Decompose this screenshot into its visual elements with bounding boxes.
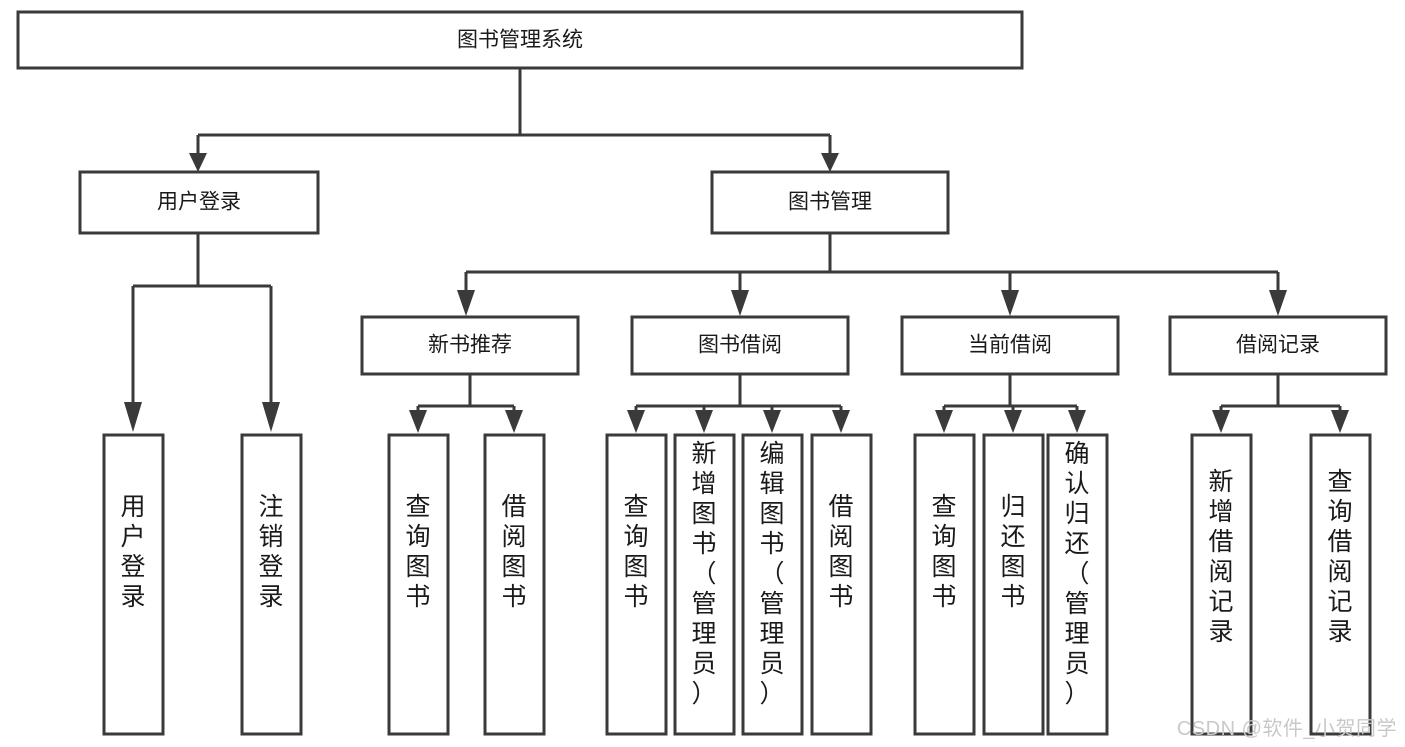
arrowhead-user-login-leaf-2 — [262, 402, 280, 432]
leaf-borrow-add-book-label: 新增图书（管理员） — [691, 440, 716, 708]
leaf-borrow-query-book[interactable]: 查询图书 — [605, 433, 668, 736]
node-current-borrow[interactable]: 当前借阅 — [900, 315, 1120, 376]
arrowhead-borrow-record-leaf-2 — [1331, 410, 1349, 433]
connector-group-book-borrow — [627, 374, 850, 433]
node-root-system[interactable]: 图书管理系统 — [16, 10, 1024, 70]
node-current-borrow-box[interactable] — [900, 315, 1120, 376]
leaf-record-add[interactable]: 新增借阅记录 — [1190, 433, 1253, 736]
leaf-current-confirm-return-box[interactable] — [1046, 433, 1109, 736]
arrowhead-root-to-user-login — [189, 153, 207, 172]
leaf-borrow-borrow-book[interactable]: 借阅图书 — [810, 433, 873, 736]
leaf-current-confirm-return[interactable]: 确认归还（管理员） — [1046, 433, 1109, 736]
leaf-user-login-logout-box[interactable] — [240, 433, 303, 736]
leaf-borrow-query-book-box[interactable] — [605, 433, 668, 736]
connector-group-new-book-recommend — [409, 374, 523, 433]
arrowhead-new-book-leaf-2 — [505, 410, 523, 433]
connector-group-current-borrow — [935, 374, 1086, 433]
arrowhead-book-mgmt-to-borrow — [731, 290, 749, 316]
leaf-record-add-label: 新增借阅记录 — [1208, 468, 1233, 646]
arrowhead-current-borrow-leaf-1 — [935, 410, 953, 433]
node-root-label: 图书管理系统 — [457, 29, 583, 52]
leaf-record-query[interactable]: 查询借阅记录 — [1309, 433, 1372, 736]
leaf-new-book-borrow-label: 借阅图书 — [501, 493, 526, 611]
leaf-current-query-book-box[interactable] — [913, 433, 976, 736]
connector-group-borrow-record — [1212, 374, 1349, 433]
arrowhead-new-book-leaf-1 — [409, 410, 427, 433]
arrowhead-borrow-record-leaf-1 — [1212, 410, 1230, 433]
leaf-borrow-query-book-label: 查询图书 — [623, 493, 648, 611]
leaf-new-book-query-label: 查询图书 — [405, 493, 430, 611]
leaf-new-book-query-box[interactable] — [387, 433, 450, 736]
leaf-new-book-borrow-box[interactable] — [483, 433, 546, 736]
arrowhead-current-borrow-leaf-2 — [1004, 410, 1022, 433]
node-book-borrow[interactable]: 图书借阅 — [630, 315, 850, 376]
node-borrow-record-box[interactable] — [1168, 315, 1388, 376]
leaf-current-confirm-return-label: 确认归还（管理员） — [1064, 440, 1089, 708]
node-user-login-label: 用户登录 — [157, 191, 241, 214]
leaf-user-login-logout[interactable]: 注销登录 — [240, 433, 303, 736]
leaf-borrow-edit-book[interactable]: 编辑图书（管理员） — [741, 433, 804, 736]
leaf-current-return-book[interactable]: 归还图书 — [982, 433, 1045, 736]
node-root-box[interactable] — [16, 10, 1024, 70]
arrowhead-book-borrow-leaf-4 — [832, 410, 850, 433]
arrowhead-root-to-book-mgmt — [821, 153, 839, 172]
node-new-book-recommend-box[interactable] — [360, 315, 580, 376]
leaf-borrow-borrow-book-box[interactable] — [810, 433, 873, 736]
arrowhead-book-borrow-leaf-2 — [695, 410, 713, 433]
arrowhead-book-mgmt-to-record — [1269, 290, 1287, 316]
arrowhead-book-mgmt-to-new-book — [457, 290, 475, 316]
node-current-borrow-label: 当前借阅 — [968, 334, 1052, 357]
leaf-record-add-box[interactable] — [1190, 433, 1253, 736]
node-borrow-record-label: 借阅记录 — [1236, 334, 1320, 357]
node-user-login-box[interactable] — [78, 170, 320, 235]
node-book-management-label: 图书管理 — [788, 191, 872, 214]
csdn-watermark: CSDN @软件_小贺同学 — [1176, 718, 1397, 740]
leaf-current-query-book[interactable]: 查询图书 — [913, 433, 976, 736]
connector-group-root — [189, 68, 839, 172]
node-book-management[interactable]: 图书管理 — [710, 170, 950, 235]
leaf-user-login-logout-label: 注销登录 — [258, 493, 283, 611]
leaf-borrow-add-book[interactable]: 新增图书（管理员） — [673, 433, 736, 736]
leaf-current-return-book-label: 归还图书 — [1000, 493, 1025, 611]
leaf-current-return-book-box[interactable] — [982, 433, 1045, 736]
node-book-borrow-label: 图书借阅 — [698, 334, 782, 357]
arrowhead-book-mgmt-to-current — [1001, 290, 1019, 316]
connector-group-user-login — [124, 233, 280, 432]
leaf-borrow-edit-book-box[interactable] — [741, 433, 804, 736]
leaf-record-query-label: 查询借阅记录 — [1327, 468, 1352, 646]
leaf-user-login-login-label: 用户登录 — [120, 493, 145, 611]
node-user-login[interactable]: 用户登录 — [78, 170, 320, 235]
arrowhead-user-login-leaf-1 — [124, 402, 142, 432]
leaf-new-book-query[interactable]: 查询图书 — [387, 433, 450, 736]
leaf-current-query-book-label: 查询图书 — [931, 493, 956, 611]
arrowhead-book-borrow-leaf-3 — [763, 410, 781, 433]
leaf-record-query-box[interactable] — [1309, 433, 1372, 736]
node-borrow-record[interactable]: 借阅记录 — [1168, 315, 1388, 376]
arrowhead-book-borrow-leaf-1 — [627, 410, 645, 433]
leaf-borrow-borrow-book-label: 借阅图书 — [828, 493, 853, 611]
leaf-borrow-add-book-box[interactable] — [673, 433, 736, 736]
leaf-new-book-borrow[interactable]: 借阅图书 — [483, 433, 546, 736]
node-new-book-recommend-label: 新书推荐 — [428, 334, 512, 357]
leaf-borrow-edit-book-label: 编辑图书（管理员） — [759, 440, 784, 708]
leaf-user-login-login-box[interactable] — [102, 433, 165, 736]
node-book-borrow-box[interactable] — [630, 315, 850, 376]
node-book-management-box[interactable] — [710, 170, 950, 235]
connector-group-book-mgmt — [457, 233, 1287, 316]
leaf-user-login-login[interactable]: 用户登录 — [102, 433, 165, 736]
arrowhead-current-borrow-leaf-3 — [1068, 410, 1086, 433]
node-new-book-recommend[interactable]: 新书推荐 — [360, 315, 580, 376]
